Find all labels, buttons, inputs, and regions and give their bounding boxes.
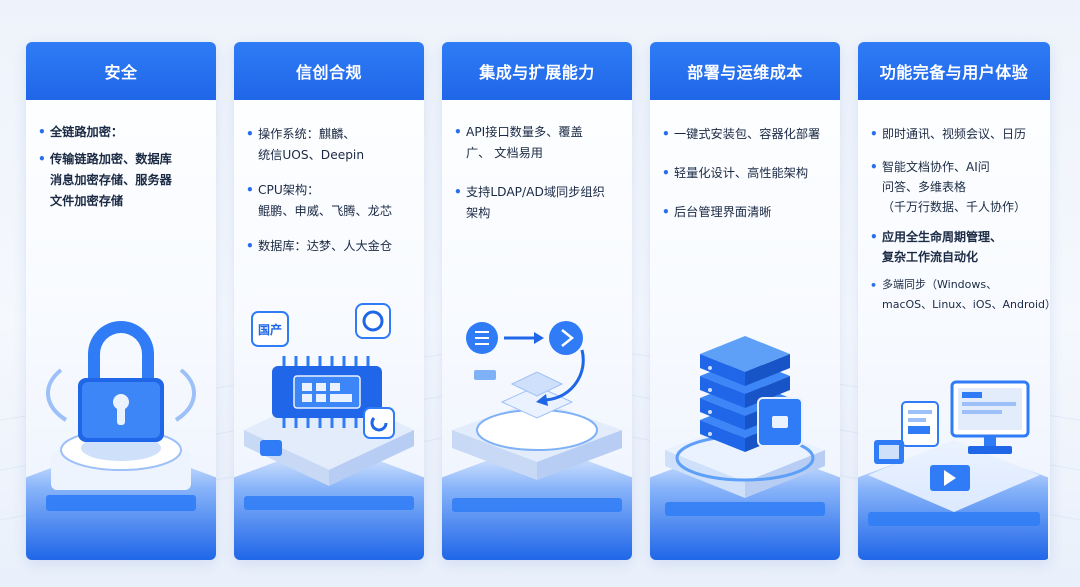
bullet-text: 应用全生命周期管理、 — [882, 230, 1003, 244]
bullet-text: API接口数量多、覆盖 — [466, 125, 583, 139]
bullet-dot: • — [38, 125, 46, 139]
card-features: 功能完备与用户体验 • 即时通讯、视频会议、日历 • 智能文档协作、AI问 问答… — [858, 42, 1050, 560]
bullet-text: 后台管理界面清晰 — [674, 205, 772, 219]
card-title: 集成与扩展能力 — [442, 42, 632, 100]
bullet-dot: • — [246, 183, 254, 197]
bullet-item: • 传输链路加密、数据库 消息加密存储、服务器 文件加密存储 — [38, 149, 202, 212]
bullet-text: 多端同步（Windows、 — [882, 278, 998, 291]
bullet-item: • 应用全生命周期管理、 复杂工作流自动化 — [870, 227, 1036, 267]
bullet-text: 全链路加密： — [50, 125, 124, 139]
bullet-text: 广、 文档易用 — [466, 146, 543, 160]
bullet-text: 即时通讯、视频会议、日历 — [882, 127, 1027, 141]
integration-flow-icon — [452, 321, 622, 512]
bullet-text: 支持LDAP/AD域同步组织 — [466, 185, 605, 199]
bullet-item: • CPU架构： 鲲鹏、申威、飞腾、龙芯 — [246, 180, 410, 222]
bullet-dot: • — [662, 127, 670, 141]
bullet-dot: • — [454, 125, 462, 139]
bullet-item: • 数据库：达梦、人大金仓 — [246, 236, 410, 257]
card-title: 安全 — [26, 42, 216, 100]
bullet-item: • 操作系统：麒麟、 统信UOS、Deepin — [246, 124, 410, 166]
bullet-text: 文件加密存储 — [50, 194, 124, 208]
bullet-text: 架构 — [466, 206, 491, 220]
bullet-text: 数据库：达梦、人大金仓 — [258, 239, 393, 253]
bullet-text: 智能文档协作、AI问 — [882, 160, 990, 174]
bullet-item: • 全链路加密： — [38, 122, 202, 143]
bullet-item: • 智能文档协作、AI问 问答、多维表格 （千万行数据、千人协作） — [870, 157, 1036, 217]
bullet-dot: • — [662, 166, 670, 180]
multi-device-icon — [868, 380, 1040, 526]
bullet-item: • 轻量化设计、高性能架构 — [662, 163, 826, 184]
bullet-dot: • — [662, 205, 670, 219]
bullet-text: （千万行数据、千人协作） — [882, 200, 1027, 214]
bullet-dot: • — [870, 230, 878, 244]
padlock-icon — [46, 321, 196, 511]
bullet-item: • 多端同步（Windows、 macOS、Linux、iOS、Android） — [870, 275, 1050, 315]
bullet-item: • 即时通讯、视频会议、日历 — [870, 124, 1036, 145]
bullet-dot: • — [870, 279, 878, 292]
bullet-text: 消息加密存储、服务器 — [50, 173, 172, 187]
bullet-dot: • — [870, 127, 878, 141]
bullet-text: 统信UOS、Deepin — [258, 148, 365, 162]
bullet-item: • 支持LDAP/AD域同步组织 架构 — [454, 182, 618, 224]
bullet-text: 操作系统：麒麟、 — [258, 127, 356, 141]
card-title: 信创合规 — [234, 42, 424, 100]
bullet-dot: • — [454, 185, 462, 199]
bullet-dot: • — [246, 239, 254, 253]
card-integration: 集成与扩展能力 • API接口数量多、覆盖 广、 文档易用 • 支持LDAP/A… — [442, 42, 632, 560]
bullet-text: 鲲鹏、申威、飞腾、龙芯 — [258, 204, 393, 218]
card-security: 安全 • 全链路加密： • 传输链路加密、数据库 消息加密存储、服务器 文件加密… — [26, 42, 216, 560]
chip-icon: 国产 — [244, 303, 414, 510]
badge-domestic: 国产 — [258, 322, 282, 337]
bullet-text: 复杂工作流自动化 — [882, 250, 979, 264]
bullet-text: CPU架构： — [258, 183, 320, 197]
bullet-text: 问答、多维表格 — [882, 180, 967, 194]
bullet-text: 一键式安装包、容器化部署 — [674, 127, 821, 141]
card-deployment: 部署与运维成本 • 一键式安装包、容器化部署 • 轻量化设计、高性能架构 • 后… — [650, 42, 840, 560]
bullet-item: • 后台管理界面清晰 — [662, 202, 826, 223]
bullet-item: • 一键式安装包、容器化部署 — [662, 124, 826, 145]
server-stack-icon — [665, 336, 825, 516]
bullet-text: macOS、Linux、iOS、Android） — [882, 298, 1050, 311]
card-title: 部署与运维成本 — [650, 42, 840, 100]
bullet-item: • API接口数量多、覆盖 广、 文档易用 — [454, 122, 618, 164]
bullet-dot: • — [246, 127, 254, 141]
card-title: 功能完备与用户体验 — [858, 42, 1050, 100]
bullet-dot: • — [38, 152, 46, 166]
bullet-dot: • — [870, 160, 878, 174]
bullet-text: 传输链路加密、数据库 — [50, 152, 172, 166]
card-xinchuang: 信创合规 • 操作系统：麒麟、 统信UOS、Deepin • CPU架构： 鲲鹏… — [234, 42, 424, 560]
bullet-text: 轻量化设计、高性能架构 — [674, 166, 809, 180]
